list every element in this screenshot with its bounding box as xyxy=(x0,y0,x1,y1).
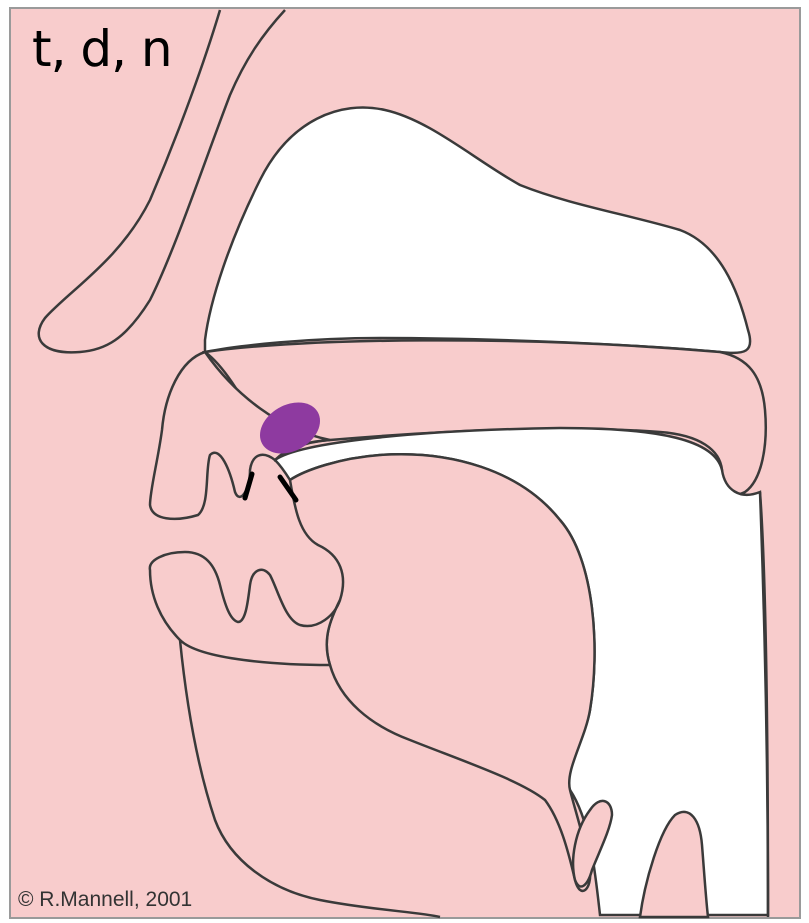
copyright-credit: © R.Mannell, 2001 xyxy=(18,889,192,910)
sounds-label: t, d, n xyxy=(32,24,172,74)
